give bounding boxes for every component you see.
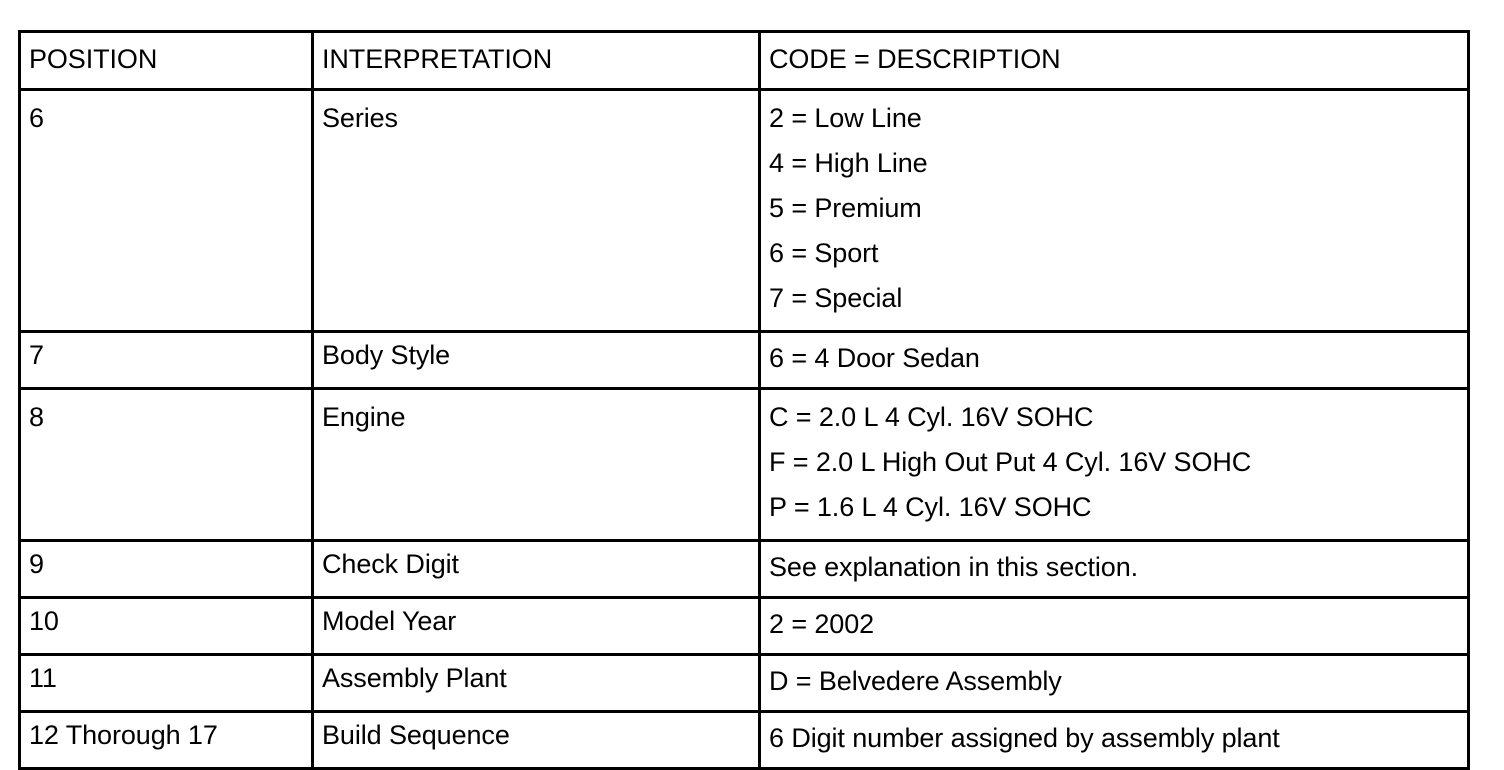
cell-interpretation: Engine <box>311 387 761 542</box>
table-header-row: POSITION INTERPRETATION CODE = DESCRIPTI… <box>18 30 1470 91</box>
cell-interpretation: Build Sequence <box>311 710 761 770</box>
column-header-code-description: CODE = DESCRIPTION <box>758 30 1470 91</box>
code-line: 6 = 4 Door Sedan <box>769 343 980 373</box>
cell-position: 11 <box>18 653 314 713</box>
cell-interpretation: Body Style <box>311 330 761 390</box>
cell-interpretation: Model Year <box>311 596 761 656</box>
code-line-list: See explanation in this section. <box>769 545 1467 590</box>
cell-interpretation: Check Digit <box>311 539 761 599</box>
cell-position: 8 <box>18 387 314 542</box>
code-line-list: D = Belvedere Assembly <box>769 659 1467 704</box>
vin-decoder-table: POSITION INTERPRETATION CODE = DESCRIPTI… <box>18 30 1470 770</box>
code-line: 2 = Low Line <box>769 103 922 133</box>
cell-position: 9 <box>18 539 314 599</box>
code-line: 6 = Sport <box>769 238 879 268</box>
code-line: 7 = Special <box>769 283 903 313</box>
cell-interpretation: Series <box>311 88 761 333</box>
cell-code-description: 6 = 4 Door Sedan <box>758 330 1470 390</box>
code-line-list: 2 = Low Line 4 = High Line 5 = Premium 6 = … <box>769 96 1467 321</box>
code-line: 6 Digit number assigned by assembly plan… <box>769 723 1280 753</box>
cell-code-description: 6 Digit number assigned by assembly plan… <box>758 710 1470 770</box>
cell-position: 12 Thorough 17 <box>18 710 314 770</box>
code-line-list: 2 = 2002 <box>769 602 1467 647</box>
cell-position: 7 <box>18 330 314 390</box>
cell-code-description: C = 2.0 L 4 Cyl. 16V SOHC F = 2.0 L High … <box>758 387 1470 542</box>
cell-code-description: 2 = 2002 <box>758 596 1470 656</box>
cell-interpretation: Assembly Plant <box>311 653 761 713</box>
code-line: F = 2.0 L High Out Put 4 Cyl. 16V SOHC <box>769 447 1252 477</box>
code-line: P = 1.6 L 4 Cyl. 16V SOHC <box>769 492 1092 522</box>
code-line-list: C = 2.0 L 4 Cyl. 16V SOHC F = 2.0 L High … <box>769 395 1467 530</box>
code-line-list: 6 Digit number assigned by assembly plan… <box>769 716 1467 761</box>
code-line: C = 2.0 L 4 Cyl. 16V SOHC <box>769 402 1094 432</box>
cell-code-description: 2 = Low Line 4 = High Line 5 = Premium 6 = … <box>758 88 1470 333</box>
cell-code-description: D = Belvedere Assembly <box>758 653 1470 713</box>
code-line: 5 = Premium <box>769 193 922 223</box>
code-line: 2 = 2002 <box>769 609 875 639</box>
cell-position: 10 <box>18 596 314 656</box>
code-line-list: 6 = 4 Door Sedan <box>769 336 1467 381</box>
cell-code-description: See explanation in this section. <box>758 539 1470 599</box>
column-header-position: POSITION <box>18 30 314 91</box>
code-line: D = Belvedere Assembly <box>769 666 1062 696</box>
column-header-interpretation: INTERPRETATION <box>311 30 761 91</box>
code-line: 4 = High Line <box>769 148 928 178</box>
code-line: See explanation in this section. <box>769 552 1139 582</box>
table-body: POSITION INTERPRETATION CODE = DESCRIPTI… <box>18 30 1470 770</box>
vin-decoder-table-container: POSITION INTERPRETATION CODE = DESCRIPTI… <box>18 30 1470 770</box>
cell-position: 6 <box>18 88 314 333</box>
